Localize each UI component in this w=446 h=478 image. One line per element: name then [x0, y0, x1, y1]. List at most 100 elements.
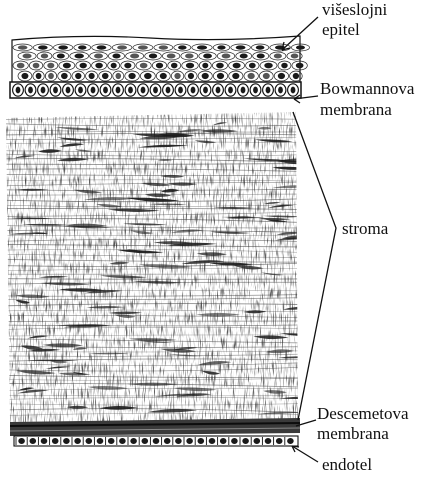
- epithelium-nucleus: [188, 73, 194, 79]
- epithelium-nucleus: [174, 73, 180, 79]
- epithelium-nucleus: [278, 73, 285, 79]
- endothelium-layer: [14, 436, 298, 446]
- epithelium-nucleus: [203, 54, 212, 59]
- epithelium-nucleus: [94, 54, 103, 59]
- epithelium-nucleus: [217, 45, 225, 49]
- epithelium-nucleus: [249, 63, 256, 69]
- epithelium-nucleus: [111, 63, 117, 69]
- epithelium-nucleus: [240, 54, 248, 59]
- label-epithelium-line1: višeslojni: [322, 0, 387, 19]
- epithelium-nucleus: [185, 54, 193, 59]
- basal-nucleus: [141, 87, 146, 94]
- endothelium-nucleus: [186, 438, 193, 444]
- endothelium-nucleus: [276, 438, 283, 444]
- epithelium-nucleus: [61, 73, 68, 79]
- epithelium-nucleus: [112, 54, 120, 59]
- epithelium-nucleus: [95, 63, 103, 69]
- epithelium-nucleus: [291, 54, 299, 59]
- basal-nucleus: [253, 87, 258, 94]
- basal-nucleus: [116, 87, 121, 94]
- epithelium-nucleus: [38, 45, 48, 49]
- epithelium-nucleus: [202, 73, 209, 79]
- label-endothelium: endotel: [322, 455, 372, 474]
- basal-nucleus: [28, 87, 33, 94]
- epithelium-nucleus: [41, 54, 48, 59]
- epithelium-nucleus: [171, 63, 178, 69]
- basal-nucleus: [178, 87, 183, 94]
- basal-nucleus: [78, 87, 83, 94]
- epithelium-nucleus: [102, 73, 109, 79]
- epithelium-nucleus: [167, 54, 176, 59]
- epithelium-nucleus: [144, 73, 151, 79]
- epithelium-nucleus: [197, 45, 207, 49]
- epithelium-nucleus: [160, 73, 167, 79]
- epithelium-nucleus: [140, 63, 148, 69]
- basal-nucleus: [266, 87, 271, 94]
- label-bowman-line1: Bowmannova: [320, 79, 414, 98]
- epithelium-nucleus: [117, 45, 127, 49]
- epithelium-nucleus: [36, 73, 42, 79]
- endothelium-nucleus: [287, 438, 294, 444]
- epithelium-nucleus: [296, 45, 305, 49]
- epithelium-nucleus: [47, 63, 54, 69]
- endothelium-nucleus: [52, 438, 59, 444]
- epithelium-nucleus: [263, 73, 270, 79]
- epithelium-nucleus: [57, 54, 65, 59]
- label-bowman-line2: membrana: [320, 100, 392, 119]
- epithelium-nucleus: [186, 63, 194, 69]
- endothelium-nucleus: [97, 438, 104, 444]
- epithelium-nucleus: [74, 54, 83, 59]
- epithelium-nucleus: [178, 45, 187, 49]
- epithelium-nucleus: [128, 73, 135, 79]
- epithelium-nucleus: [75, 73, 81, 79]
- epithelium-nucleus: [159, 45, 168, 49]
- endothelium-nucleus: [220, 438, 227, 444]
- endothelium-nucleus: [41, 438, 48, 444]
- endothelium-nucleus: [253, 438, 260, 444]
- epithelium-nucleus: [202, 63, 208, 69]
- basal-nucleus: [66, 87, 71, 94]
- epithelium-nucleus: [257, 54, 265, 59]
- epithelium-nucleus: [216, 63, 224, 69]
- epithelium-nucleus: [138, 45, 148, 49]
- basal-nucleus: [203, 87, 208, 94]
- epithelium-nucleus: [18, 45, 28, 49]
- endothelium-nucleus: [130, 438, 137, 444]
- epithelium-nucleus: [236, 45, 246, 49]
- epithelium-nucleus: [58, 45, 68, 49]
- basal-nucleus: [153, 87, 158, 94]
- epithelium-nucleus: [21, 73, 28, 79]
- endothelium-nucleus: [30, 438, 37, 444]
- endothelium-nucleus: [265, 438, 272, 444]
- epithelium-nucleus: [33, 63, 40, 69]
- epithelium-nucleus: [63, 63, 71, 69]
- endothelium-nucleus: [153, 438, 160, 444]
- endothelium-nucleus: [18, 438, 25, 444]
- epithelium-nucleus: [232, 73, 239, 79]
- epithelium-nucleus: [89, 73, 95, 79]
- label-descemet-line1: Descemetova: [317, 404, 409, 423]
- basal-nucleus: [216, 87, 221, 94]
- epithelium-nucleus: [156, 63, 163, 69]
- basal-nucleus: [291, 87, 296, 94]
- basal-nucleus: [128, 87, 133, 94]
- basal-nucleus: [16, 87, 21, 94]
- bowman-membrane-layer: [10, 82, 301, 98]
- label-descemet-line2: membrana: [317, 424, 389, 443]
- endothelium-nucleus: [198, 438, 205, 444]
- endothelium-nucleus: [231, 438, 238, 444]
- endothelium-nucleus: [119, 438, 126, 444]
- endothelium-nucleus: [175, 438, 182, 444]
- epithelium-nucleus: [293, 73, 299, 79]
- stroma-bracket: [293, 112, 336, 420]
- epithelium-nucleus: [296, 63, 304, 69]
- endothelium-nucleus: [86, 438, 93, 444]
- epithelium-nucleus: [149, 54, 157, 59]
- epithelium-nucleus: [23, 54, 32, 59]
- basal-nucleus: [41, 87, 46, 94]
- basal-nucleus: [228, 87, 233, 94]
- stroma-layer: [0, 108, 329, 428]
- basal-nucleus: [53, 87, 58, 94]
- basal-nucleus: [191, 87, 196, 94]
- epithelium-nucleus: [48, 73, 54, 79]
